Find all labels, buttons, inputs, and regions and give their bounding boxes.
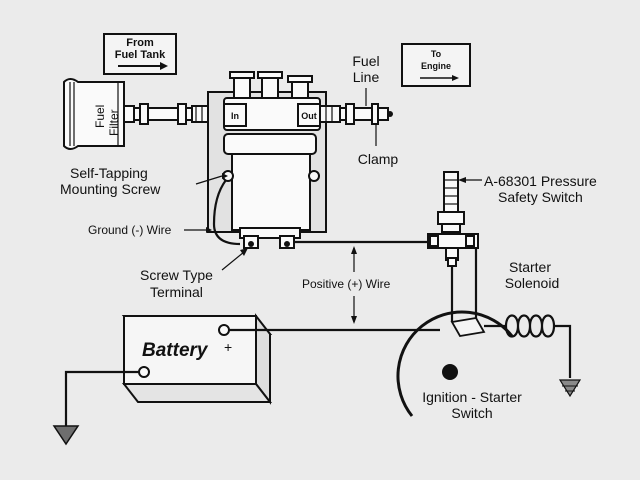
pressure-switch-label-2: Safety Switch (498, 189, 583, 205)
battery-ground-wire (64, 370, 139, 426)
to-engine-text-2: Engine (421, 61, 451, 71)
from-fuel-tank-text-2: Fuel Tank (115, 49, 166, 61)
pressure-switch-label-1: A-68301 Pressure (484, 173, 597, 189)
self-tapping-label-2: Mounting Screw (60, 181, 161, 197)
fuel-line-label-2: Line (353, 69, 380, 85)
ground-wire-label: Ground (-) Wire (88, 223, 172, 237)
ignition-label-2: Switch (451, 405, 492, 421)
battery-plus-label: + (224, 339, 232, 355)
battery-label: Battery (142, 340, 209, 361)
top-terminals (229, 71, 313, 99)
positive-wire-dimension (351, 246, 357, 324)
clamp-part (371, 103, 379, 125)
ignition-label-1: Ignition - Starter (422, 389, 522, 405)
battery-positive-terminal (218, 324, 230, 336)
fuel-line-inlet (123, 103, 215, 125)
to-engine-text-1: To (431, 49, 442, 59)
from-fuel-tank-box: From Fuel Tank (103, 33, 177, 75)
fuel-line-label-1: Fuel (352, 53, 379, 69)
ground-symbol-icon (52, 425, 80, 446)
right-arrow-icon (420, 75, 459, 81)
pump-in-label: In (231, 111, 239, 121)
fuel-filter: Fuel Filter (63, 78, 125, 150)
screw-type-label-1: Screw Type (140, 267, 213, 283)
fuel-pump: In Out (207, 71, 327, 249)
right-arrow-icon (118, 62, 168, 70)
self-tapping-screw-right (308, 170, 320, 182)
fuel-line-outlet (319, 103, 393, 125)
pump-out-label: Out (301, 111, 317, 121)
screw-type-terminals (239, 227, 301, 249)
to-engine-box: To Engine (401, 43, 471, 87)
battery-negative-terminal (138, 366, 150, 378)
fuel-filter-label-2: Filter (107, 109, 121, 136)
pressure-safety-switch (427, 171, 479, 267)
from-fuel-tank-text-1: From (126, 37, 154, 49)
starter-solenoid-label-2: Solenoid (505, 275, 560, 291)
starter-solenoid (484, 314, 572, 378)
ground-wire (212, 179, 241, 246)
fuel-filter-label-1: Fuel (93, 105, 107, 128)
ignition-starter-switch (396, 310, 514, 417)
starter-solenoid-label-1: Starter (509, 259, 551, 275)
self-tapping-label-1: Self-Tapping (70, 165, 148, 181)
ground-symbol-icon (558, 379, 582, 398)
clamp-label: Clamp (358, 151, 399, 167)
positive-wire-label: Positive (+) Wire (302, 277, 391, 291)
screw-type-label-2: Terminal (150, 284, 203, 300)
